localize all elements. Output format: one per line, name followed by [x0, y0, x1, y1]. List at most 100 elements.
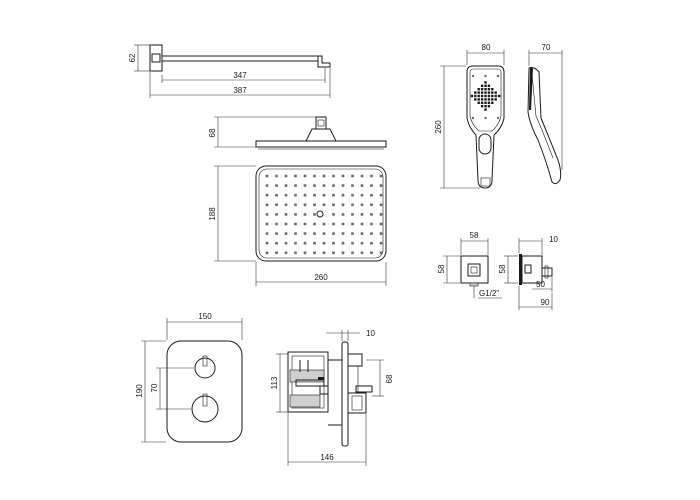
nozzle	[322, 222, 326, 226]
nozzle	[303, 193, 307, 197]
hand-shower-nozzles	[470, 74, 501, 120]
nozzle	[322, 251, 326, 255]
nozzle	[379, 251, 383, 255]
nozzle	[370, 232, 373, 235]
wall-outlet-front-view: 58 58 G1/2"	[437, 231, 502, 299]
nozzle	[313, 174, 316, 178]
hand-nozzle	[477, 88, 480, 91]
dim-valve-height: 113	[270, 376, 279, 389]
hand-nozzle	[480, 84, 484, 87]
hand-nozzle	[477, 91, 480, 94]
nozzle	[322, 174, 326, 178]
nozzle	[332, 241, 335, 245]
hand-nozzle	[491, 101, 494, 104]
nozzle	[313, 241, 316, 245]
nozzle	[313, 222, 316, 226]
nozzle	[379, 213, 383, 216]
nozzle	[275, 222, 278, 226]
hand-nozzle	[470, 94, 474, 98]
rain-head-top-view: 188 260	[208, 165, 387, 286]
nozzle	[265, 174, 269, 178]
shower-arm-view: 62 347 387	[128, 44, 331, 98]
nozzle	[341, 193, 345, 197]
nozzle	[332, 251, 335, 255]
nozzle	[294, 184, 297, 187]
hand-nozzle	[494, 94, 497, 98]
nozzle	[303, 222, 307, 226]
hand-nozzle	[487, 94, 491, 98]
outlet-thread-label: G1/2"	[479, 289, 499, 298]
hand-nozzle	[494, 98, 497, 101]
nozzle	[379, 203, 383, 207]
dim-valve-depth: 146	[320, 453, 334, 462]
thermostat-plate-front-view: 150 190 70	[135, 312, 243, 443]
nozzle	[351, 193, 354, 197]
hand-nozzle	[487, 84, 491, 87]
hand-nozzle	[487, 88, 491, 91]
hand-nozzle	[491, 98, 494, 101]
nozzle	[370, 174, 373, 178]
hand-nozzle	[496, 116, 500, 120]
nozzle	[275, 184, 278, 187]
hand-nozzle	[480, 105, 484, 108]
nozzle	[322, 232, 326, 235]
nozzle	[332, 174, 335, 178]
nozzle	[379, 174, 383, 178]
hand-nozzle	[496, 74, 500, 78]
dim-plate-height: 190	[135, 384, 144, 398]
rain-head-side-view: 68	[208, 116, 387, 150]
dim-head-width: 260	[314, 273, 328, 282]
hand-nozzle	[484, 91, 487, 94]
hand-nozzle	[494, 91, 497, 94]
nozzle	[351, 203, 354, 207]
hand-nozzle	[491, 94, 494, 98]
nozzle	[379, 241, 383, 245]
dim-valve-plate: 10	[366, 329, 375, 338]
nozzle	[275, 241, 278, 245]
hand-nozzle	[487, 101, 491, 104]
nozzle	[284, 213, 288, 216]
nozzle	[360, 203, 364, 207]
nozzle	[332, 184, 335, 187]
nozzle	[265, 193, 269, 197]
nozzle	[303, 184, 307, 187]
nozzle	[360, 241, 364, 245]
nozzle	[360, 193, 364, 197]
hand-nozzle	[484, 101, 487, 104]
dim-outlet-side-c: 50	[536, 280, 545, 289]
dim-arm-height: 62	[128, 53, 137, 62]
nozzle	[370, 222, 373, 226]
wall-outlet-side-view: 10 58 50 90	[498, 235, 558, 310]
hand-nozzle	[491, 91, 494, 94]
nozzle	[379, 232, 383, 235]
nozzle	[360, 222, 364, 226]
hand-nozzle	[474, 91, 477, 94]
concealed-valve-side-view: 10 113 68 146	[270, 329, 394, 466]
nozzle	[265, 184, 269, 187]
nozzle	[322, 193, 326, 197]
nozzle	[275, 213, 278, 216]
nozzle	[322, 184, 326, 187]
hand-nozzle	[480, 98, 484, 101]
dim-head-depth: 188	[208, 207, 217, 221]
nozzle	[294, 203, 297, 207]
hand-nozzle	[474, 94, 477, 98]
nozzle	[341, 213, 345, 216]
nozzle	[370, 213, 373, 216]
nozzle	[351, 251, 354, 255]
hand-nozzle	[480, 101, 484, 104]
nozzle	[313, 184, 316, 187]
nozzle	[322, 203, 326, 207]
nozzle	[370, 203, 373, 207]
nozzle	[313, 193, 316, 197]
hand-nozzle	[480, 94, 484, 98]
hand-nozzle	[484, 98, 487, 101]
hand-nozzle	[484, 105, 487, 108]
nozzle	[341, 232, 345, 235]
nozzle	[275, 203, 278, 207]
nozzle	[265, 213, 269, 216]
nozzle	[360, 213, 364, 216]
nozzle	[275, 193, 278, 197]
nozzle	[303, 174, 307, 178]
